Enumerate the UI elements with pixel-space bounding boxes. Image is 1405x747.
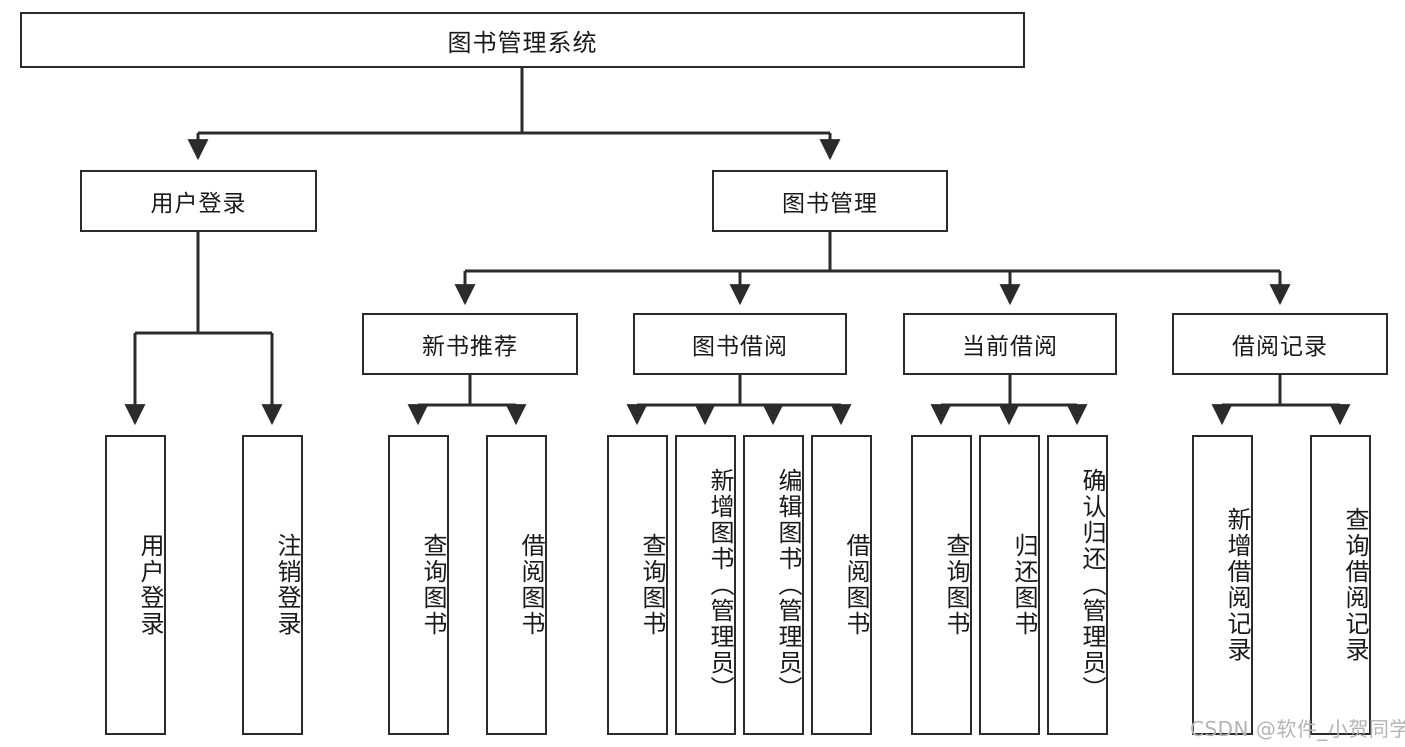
leaf-add-book-admin-label: 新增图书（管理员） xyxy=(706,468,734,702)
leaf-confirm-return-admin[interactable]: 确认归还（管理员） xyxy=(1047,435,1108,735)
node-book-management-label: 图书管理 xyxy=(782,191,878,217)
node-current-borrow-label: 当前借阅 xyxy=(962,334,1058,360)
node-book-borrow[interactable]: 图书借阅 xyxy=(633,313,847,375)
leaf-user-logout-label: 注销登录 xyxy=(273,533,301,637)
leaf-user-login-label: 用户登录 xyxy=(136,533,164,637)
node-book-borrow-label: 图书借阅 xyxy=(692,334,788,360)
node-borrow-records-label: 借阅记录 xyxy=(1232,334,1328,360)
watermark-text: CSDN @软件_小贺同学 xyxy=(1190,717,1405,741)
leaf-borrow-book-recommend[interactable]: 借阅图书 xyxy=(486,435,547,735)
node-new-book-recommend-label: 新书推荐 xyxy=(422,334,518,360)
leaf-query-book-borrow-label: 查询图书 xyxy=(638,533,666,637)
leaf-user-login[interactable]: 用户登录 xyxy=(105,435,166,735)
leaf-add-borrow-record-label: 新增借阅记录 xyxy=(1223,507,1251,663)
leaf-query-borrow-record[interactable]: 查询借阅记录 xyxy=(1310,435,1371,735)
leaf-return-book[interactable]: 归还图书 xyxy=(979,435,1040,735)
leaf-borrow-book-label: 借阅图书 xyxy=(842,533,870,637)
leaf-edit-book-admin-label: 编辑图书（管理员） xyxy=(774,468,802,702)
leaf-query-book-current[interactable]: 查询图书 xyxy=(911,435,972,735)
leaf-query-borrow-record-label: 查询借阅记录 xyxy=(1341,507,1369,663)
leaf-return-book-label: 归还图书 xyxy=(1010,533,1038,637)
leaf-confirm-return-admin-label: 确认归还（管理员） xyxy=(1078,468,1106,702)
node-user-login-label: 用户登录 xyxy=(150,191,247,217)
leaf-query-book-recommend[interactable]: 查询图书 xyxy=(388,435,449,735)
leaf-query-book-borrow[interactable]: 查询图书 xyxy=(607,435,668,735)
node-root[interactable]: 图书管理系统 xyxy=(20,12,1025,68)
node-root-label: 图书管理系统 xyxy=(447,28,598,57)
leaf-add-book-admin[interactable]: 新增图书（管理员） xyxy=(675,435,736,735)
node-new-book-recommend[interactable]: 新书推荐 xyxy=(362,313,578,375)
node-user-login[interactable]: 用户登录 xyxy=(80,170,317,232)
leaf-user-logout[interactable]: 注销登录 xyxy=(242,435,303,735)
watermark-csdn: CSDN @软件_小贺同学 xyxy=(1190,713,1405,742)
node-current-borrow[interactable]: 当前借阅 xyxy=(903,313,1117,375)
node-borrow-records[interactable]: 借阅记录 xyxy=(1172,313,1388,375)
node-book-management[interactable]: 图书管理 xyxy=(712,170,948,232)
leaf-borrow-book-recommend-label: 借阅图书 xyxy=(517,533,545,637)
leaf-borrow-book[interactable]: 借阅图书 xyxy=(811,435,872,735)
leaf-query-book-current-label: 查询图书 xyxy=(942,533,970,637)
leaf-add-borrow-record[interactable]: 新增借阅记录 xyxy=(1192,435,1253,735)
leaf-edit-book-admin[interactable]: 编辑图书（管理员） xyxy=(743,435,804,735)
leaf-query-book-recommend-label: 查询图书 xyxy=(419,533,447,637)
